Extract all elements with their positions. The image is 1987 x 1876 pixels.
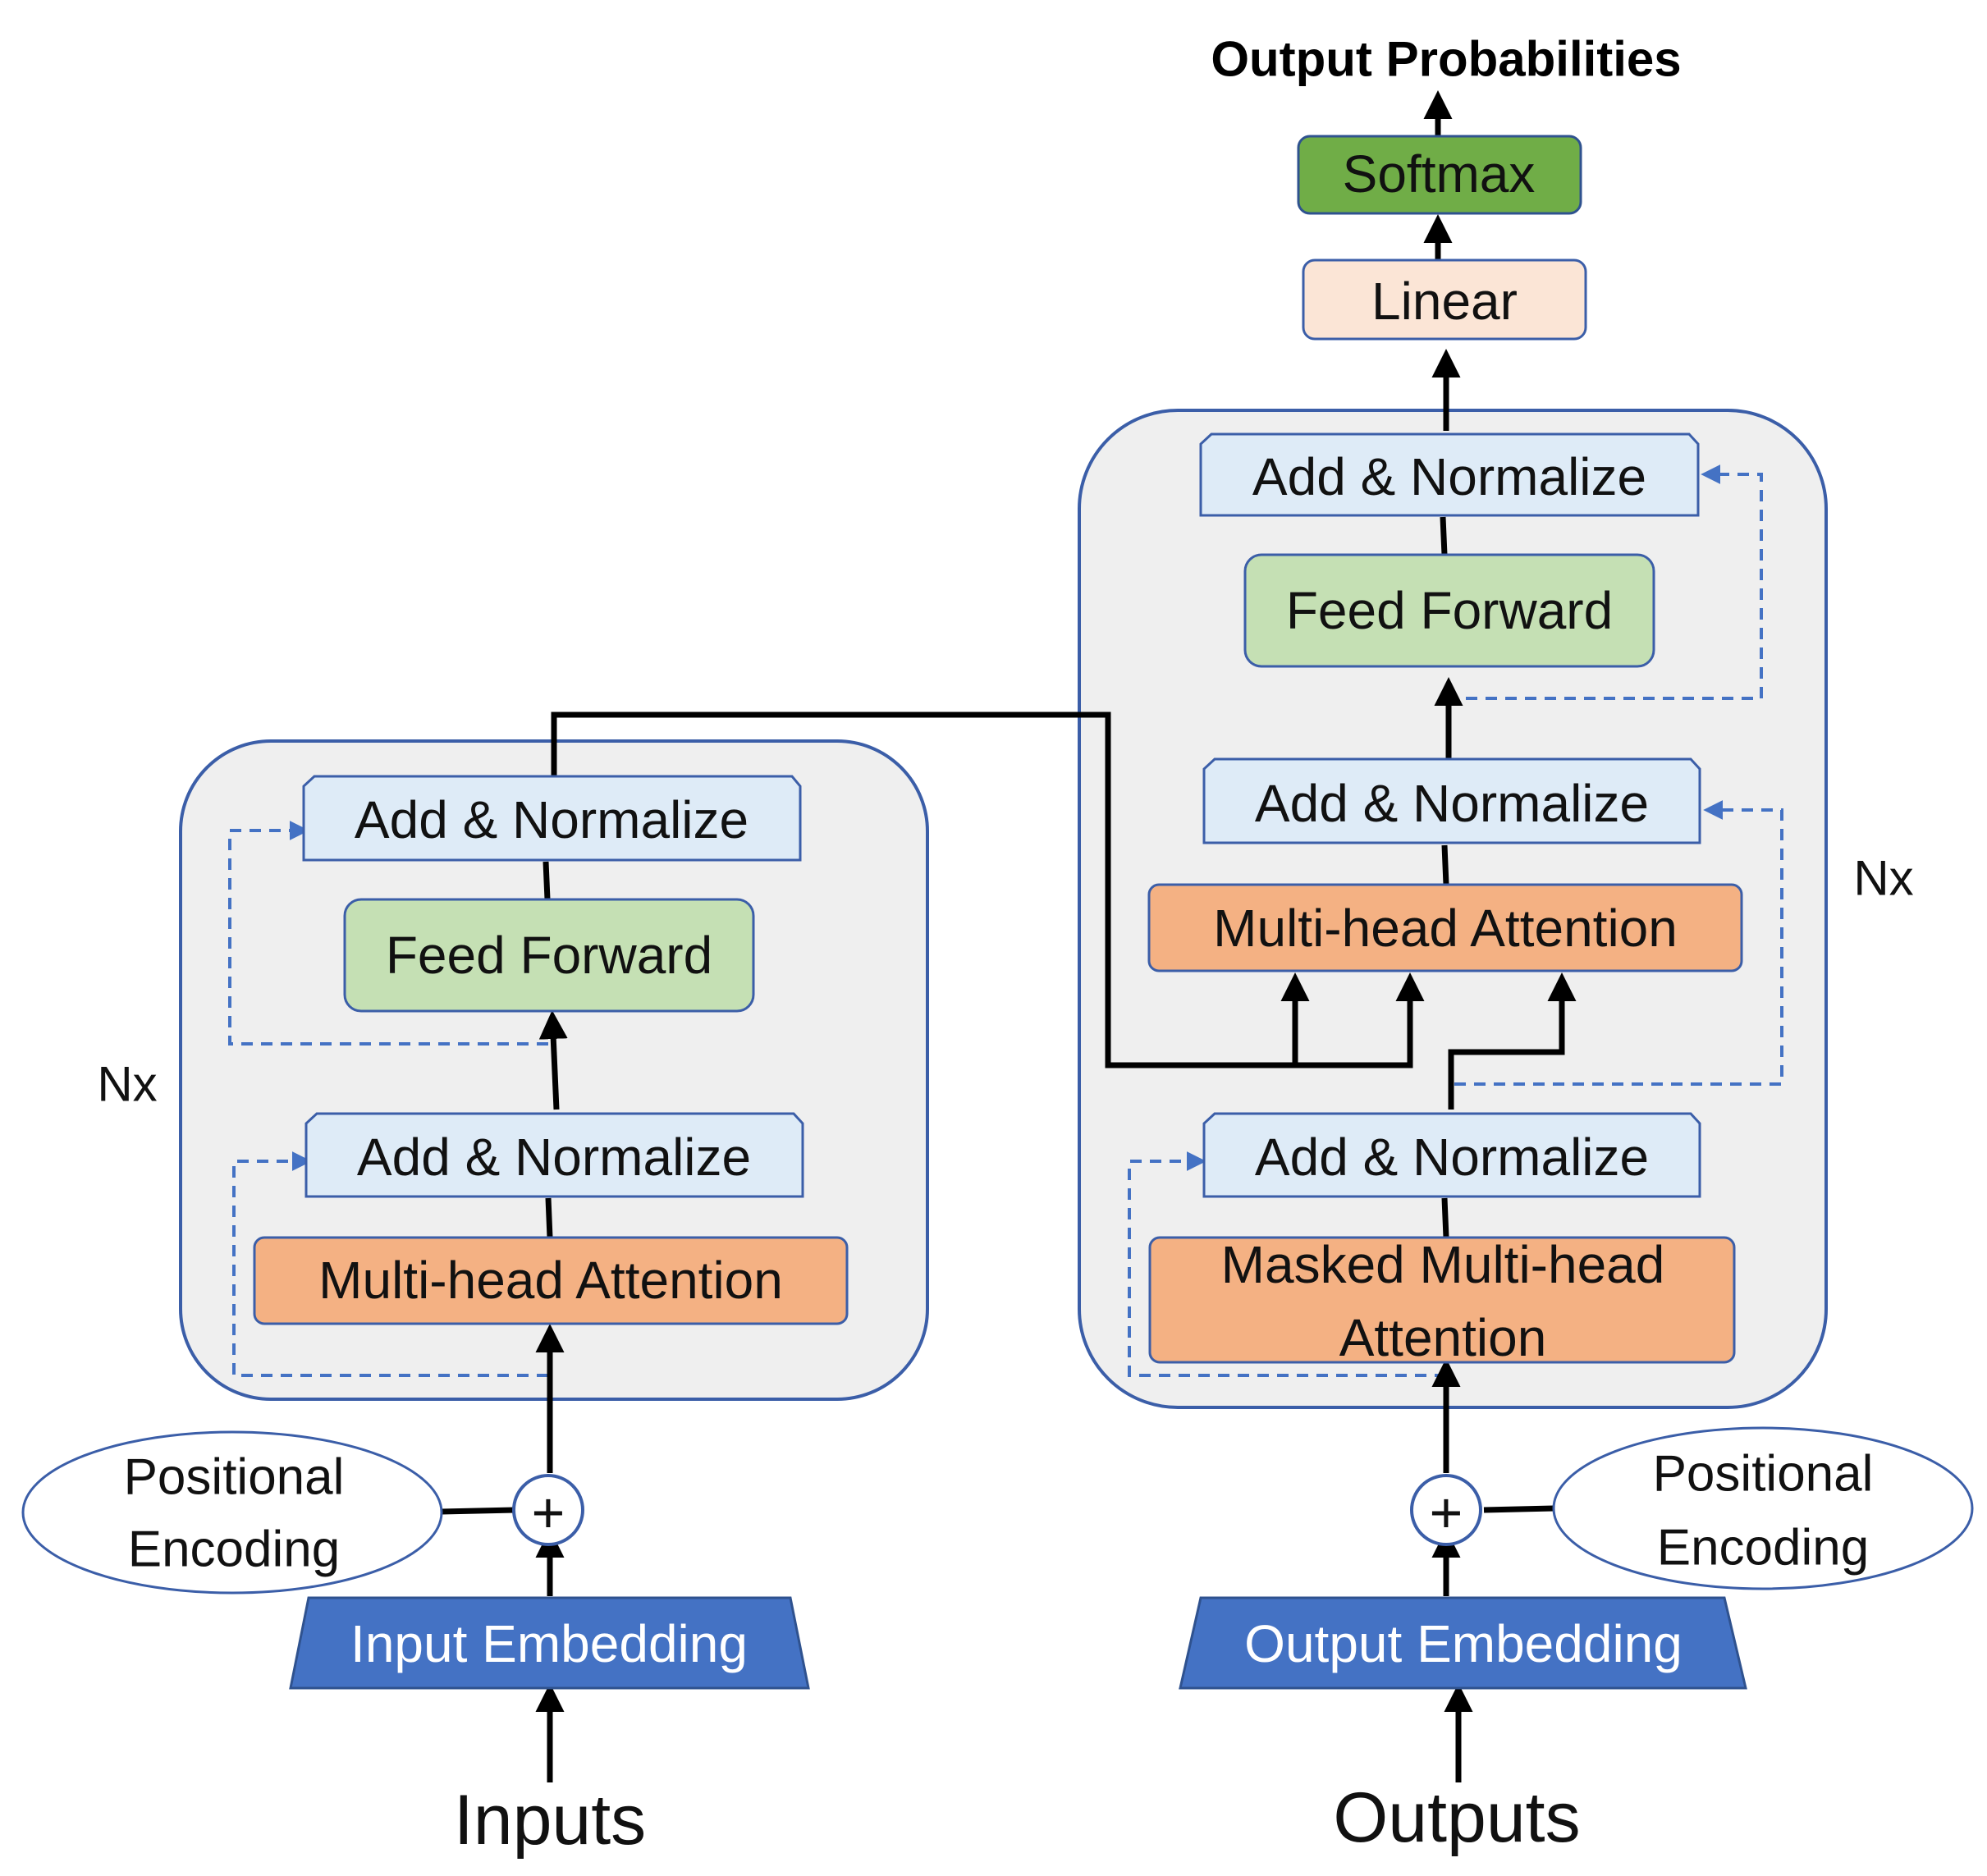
residual-connections	[228, 464, 1783, 1377]
decoder-add-normalize-top	[1199, 432, 1700, 517]
encoder-feed-forward-label: Feed Forward	[386, 926, 712, 985]
encoder-multi-head-attention-label: Multi-head Attention	[318, 1251, 783, 1310]
encoder-positional-encoding	[21, 1430, 443, 1595]
encoder-positional-encoding-line2: Encoding	[128, 1521, 341, 1578]
decoder-residual-upper	[1446, 464, 1763, 700]
softmax-layer-label: Softmax	[1343, 144, 1536, 204]
encoder-ff-to-norm	[543, 861, 551, 900]
linear-layer-label: Linear	[1371, 272, 1518, 331]
linear-layer	[1302, 259, 1587, 341]
input-embedding	[289, 1596, 810, 1690]
decoder-plus-to-posenc	[1483, 1505, 1554, 1513]
encoder-attention-to-norm	[545, 1197, 553, 1238]
decoder-block-stack: Add & Normalize Feed Forward Add & Norma…	[1147, 432, 1743, 1367]
decoder-add-normalize-middle	[1202, 757, 1701, 844]
decoder-residual-middle	[1454, 800, 1783, 1086]
decoder-norm-to-cross-attention-query	[1448, 972, 1577, 1110]
decoder-masked-attention-line2: Attention	[1339, 1308, 1547, 1367]
decoder-ff-to-norm	[1440, 516, 1448, 556]
encoder-add-normalize-bottom	[304, 1112, 804, 1198]
data-flow-lines	[441, 90, 1577, 1782]
decoder-repeat-label: Nx	[1853, 851, 1913, 906]
input-embedding-label: Input Embedding	[350, 1614, 748, 1673]
inputs-label: Inputs	[454, 1781, 646, 1860]
encoder-feed-forward	[343, 898, 755, 1013]
decoder-feed-forward-label: Feed Forward	[1286, 581, 1613, 640]
decoder-add-normalize-bottom	[1202, 1112, 1701, 1198]
encoder-add-node	[512, 1474, 584, 1546]
encoder-positional-encoding-line1: Positional	[124, 1449, 345, 1506]
decoder-multi-head-attention	[1147, 883, 1743, 972]
decoder-add-normalize-top-label: Add & Normalize	[1252, 447, 1646, 506]
decoder-masked-attention-line1: Masked Multi-head	[1221, 1235, 1665, 1294]
output-probabilities-title: Output Probabilities	[1211, 32, 1681, 87]
encoder-add-normalize-top	[302, 775, 802, 862]
decoder-masked-to-norm	[1441, 1197, 1449, 1238]
decoder-positional-encoding-line1: Positional	[1653, 1446, 1874, 1503]
encoder-multi-head-attention	[253, 1236, 849, 1325]
softmax-layer	[1297, 135, 1582, 215]
decoder-cross-attention-to-norm	[1441, 844, 1449, 885]
decoder-add-node	[1410, 1474, 1482, 1546]
decoder-add-node-symbol: +	[1430, 1480, 1463, 1544]
decoder-positional-encoding-line2: Encoding	[1657, 1520, 1870, 1576]
encoder-add-normalize-bottom-label: Add & Normalize	[357, 1128, 751, 1187]
output-embedding	[1179, 1596, 1747, 1690]
encoder-add-node-symbol: +	[532, 1480, 565, 1544]
encoder-add-normalize-top-label: Add & Normalize	[355, 790, 749, 849]
encoder-norm-to-ff-arrow	[538, 1010, 568, 1110]
decoder-positional-encoding	[1552, 1426, 1974, 1590]
outputs-label: Outputs	[1333, 1778, 1580, 1857]
encoder-residual-lower	[232, 1151, 548, 1377]
decoder-add-normalize-middle-label: Add & Normalize	[1255, 774, 1649, 833]
decoder-multi-head-attention-label: Multi-head Attention	[1213, 899, 1678, 958]
encoder-repeat-label: Nx	[97, 1057, 157, 1112]
encoder-block-stack: Add & Normalize Feed Forward Add & Norma…	[253, 775, 849, 1325]
decoder-add-normalize-bottom-label: Add & Normalize	[1255, 1128, 1649, 1187]
decoder-residual-lower	[1128, 1151, 1446, 1377]
output-embedding-label: Output Embedding	[1244, 1614, 1683, 1673]
decoder-feed-forward	[1243, 553, 1655, 668]
encoder-posenc-to-plus	[441, 1507, 515, 1515]
decoder-masked-multi-head-attention	[1148, 1236, 1736, 1364]
encoder-residual-upper	[228, 821, 548, 1046]
